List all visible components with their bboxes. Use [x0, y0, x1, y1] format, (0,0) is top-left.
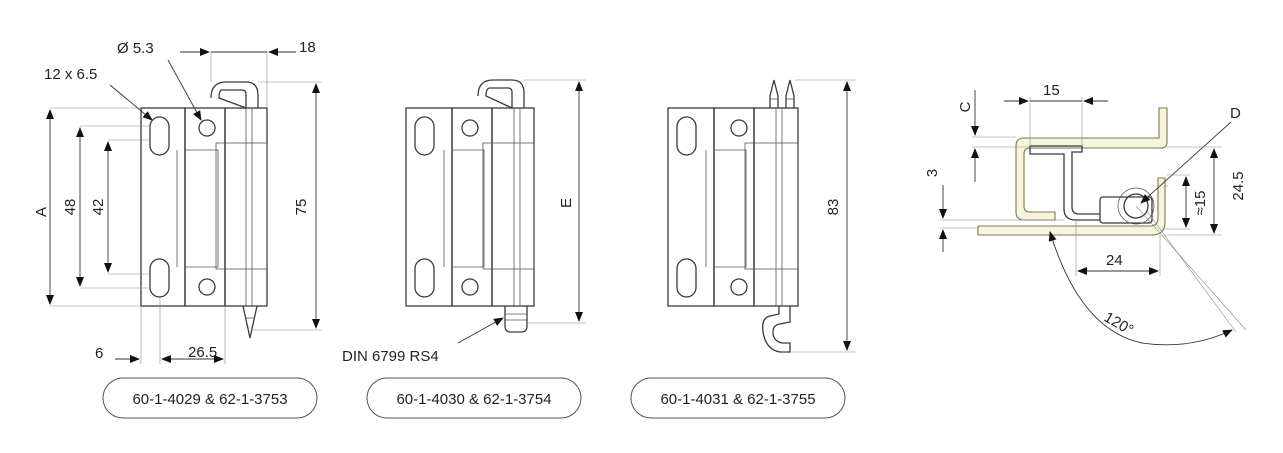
label-dim-c: C: [957, 101, 974, 112]
hinge-view-1: A 48 42 75 18 Ø 5.3 12 x 6.5 6: [33, 39, 322, 364]
label-dim-24-5: 24.5: [1230, 171, 1247, 200]
label-din-pin: DIN 6799 RS4: [342, 348, 439, 365]
label-dim-a: A: [33, 207, 50, 217]
label-dim-3: 3: [924, 169, 941, 177]
caption-pill-3: [630, 377, 846, 419]
caption-3: 60-1-4031 & 62-1-3755: [660, 391, 815, 408]
label-dim-42: 42: [90, 199, 107, 216]
caption-group: 60-1-4029 & 62-1-3753 60-1-4030 & 62-1-3…: [102, 377, 846, 419]
label-dim-18: 18: [299, 39, 316, 56]
caption-pill-2: [366, 377, 582, 419]
label-dim-75: 75: [293, 199, 310, 216]
label-hole-diameter: Ø 5.3: [117, 40, 154, 57]
hinge-section-view: C 15 3 D ≈15 24.5 24 120°: [924, 82, 1247, 346]
label-dim-83: 83: [825, 199, 842, 216]
label-dim-approx-15: ≈15: [1192, 191, 1209, 216]
frame-profile: [1015, 107, 1168, 221]
hinge-view-2: E DIN 6799 RS4: [342, 79, 586, 365]
caption-pill-1: [102, 377, 318, 419]
label-detail-d: D: [1230, 105, 1241, 122]
label-dim-e: E: [558, 198, 575, 208]
label-dim-26-5: 26.5: [188, 344, 217, 361]
caption-1: 60-1-4029 & 62-1-3753: [132, 391, 287, 408]
label-dim-15: 15: [1043, 82, 1060, 99]
label-dim-48: 48: [62, 199, 79, 216]
hinge-view-3: 83: [667, 79, 856, 353]
label-slot-size: 12 x 6.5: [44, 66, 97, 83]
label-dim-6: 6: [95, 345, 103, 362]
caption-2: 60-1-4030 & 62-1-3754: [396, 391, 551, 408]
label-dim-24: 24: [1106, 252, 1123, 269]
